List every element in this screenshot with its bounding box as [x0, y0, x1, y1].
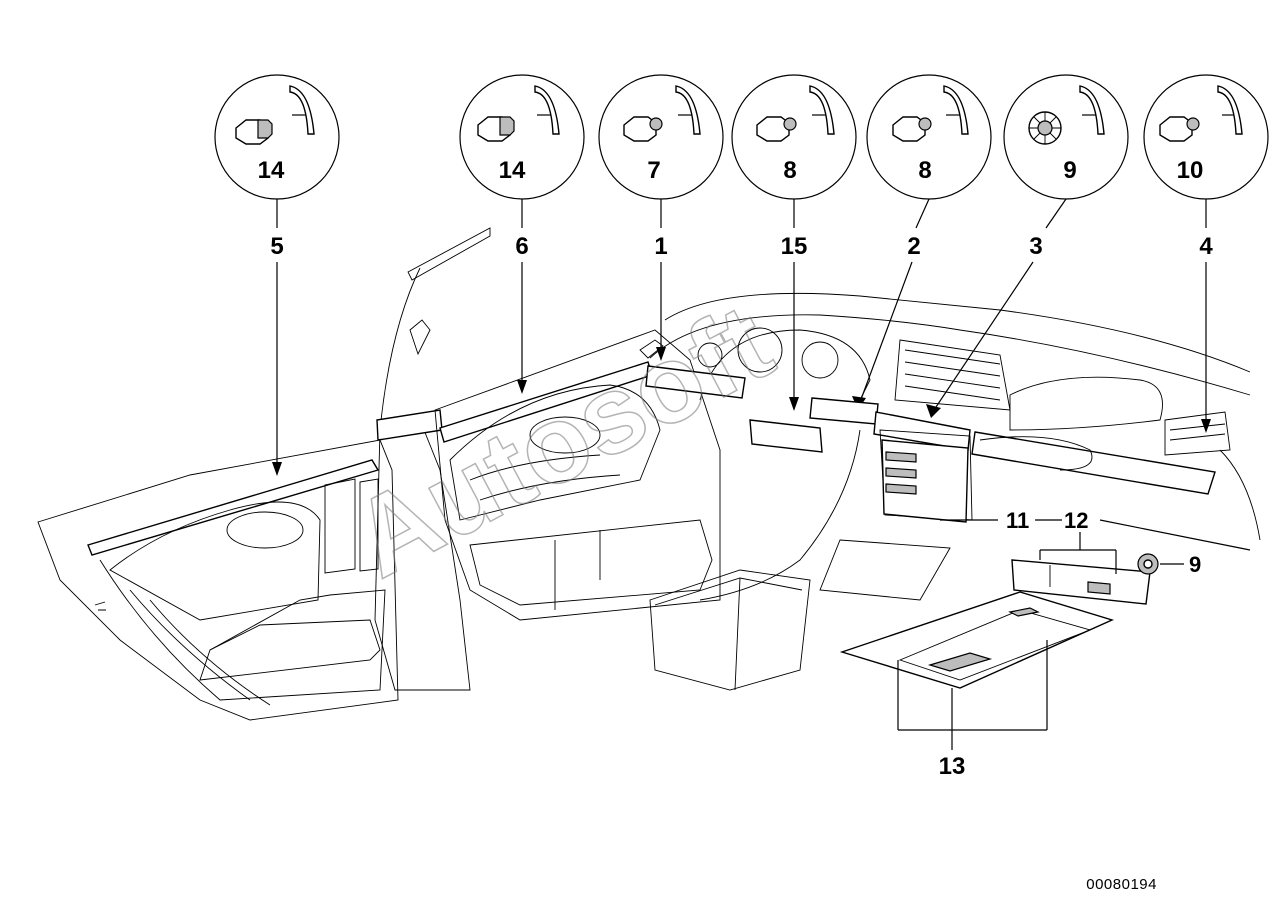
- dashboard: [649, 292, 1261, 541]
- callout-4: 4: [1199, 233, 1213, 260]
- circle-label: 14: [258, 157, 285, 184]
- center-console: [649, 429, 973, 691]
- callout-5: 5: [270, 233, 283, 260]
- callout-9: 9: [1189, 552, 1201, 577]
- trim-15: [749, 419, 823, 453]
- callout-11-group: 11: [940, 508, 1029, 533]
- detail-circle-6[interactable]: 9: [1003, 74, 1129, 200]
- trim-4: [971, 431, 1216, 495]
- callout-12: 12: [1064, 508, 1088, 533]
- clip-icon: [623, 85, 701, 142]
- front-door-panel: [434, 329, 721, 621]
- tray-13: [839, 591, 1114, 689]
- diagram-reference-number: 00080194: [1086, 876, 1157, 893]
- rear-door-panel: [37, 439, 399, 721]
- callout-2: 2: [907, 233, 920, 260]
- clip-icon: [477, 85, 560, 142]
- connector-lines: [276, 198, 1207, 229]
- callout-3: 3: [1029, 233, 1042, 260]
- detail-circle-4[interactable]: 8: [731, 74, 857, 200]
- b-pillar: [374, 227, 491, 691]
- svg-text:Autosoft: Autosoft: [334, 280, 791, 601]
- detail-circle-7[interactable]: 10: [1143, 74, 1269, 200]
- circle-label: 8: [918, 157, 931, 184]
- callout-15: 15: [781, 233, 808, 260]
- detail-circle-1[interactable]: 14: [214, 74, 340, 200]
- circle-label: 14: [499, 157, 526, 184]
- circle-label: 7: [647, 157, 660, 184]
- leader-lines: [272, 261, 1211, 476]
- grommet-9: [1137, 553, 1159, 575]
- callout-12-group: 12: [1035, 508, 1251, 574]
- clip-icon: [756, 85, 835, 142]
- clip-icon: [235, 85, 315, 145]
- watermark-logo: Autosoft: [333, 280, 791, 602]
- callout-1: 1: [654, 233, 667, 260]
- trim-1: [645, 365, 746, 399]
- clip-icon: [892, 85, 969, 142]
- car-interior-illustration: [37, 227, 1261, 721]
- callout-13: 13: [939, 753, 966, 780]
- callout-9-group: 9: [1160, 552, 1201, 577]
- clip-icon: [1159, 85, 1243, 142]
- detail-circle-3[interactable]: 7: [598, 74, 724, 200]
- callout-13-group: 13: [897, 640, 1048, 780]
- detail-circle-2[interactable]: 14: [459, 74, 585, 200]
- circle-label: 10: [1177, 157, 1204, 184]
- trim-2: [809, 397, 879, 425]
- circle-label: 9: [1063, 157, 1076, 184]
- callout-11: 11: [1006, 508, 1029, 533]
- circle-label: 8: [783, 157, 796, 184]
- callout-6: 6: [515, 233, 528, 260]
- detail-circle-5[interactable]: 8: [866, 74, 992, 200]
- grommet-icon: [1028, 85, 1105, 145]
